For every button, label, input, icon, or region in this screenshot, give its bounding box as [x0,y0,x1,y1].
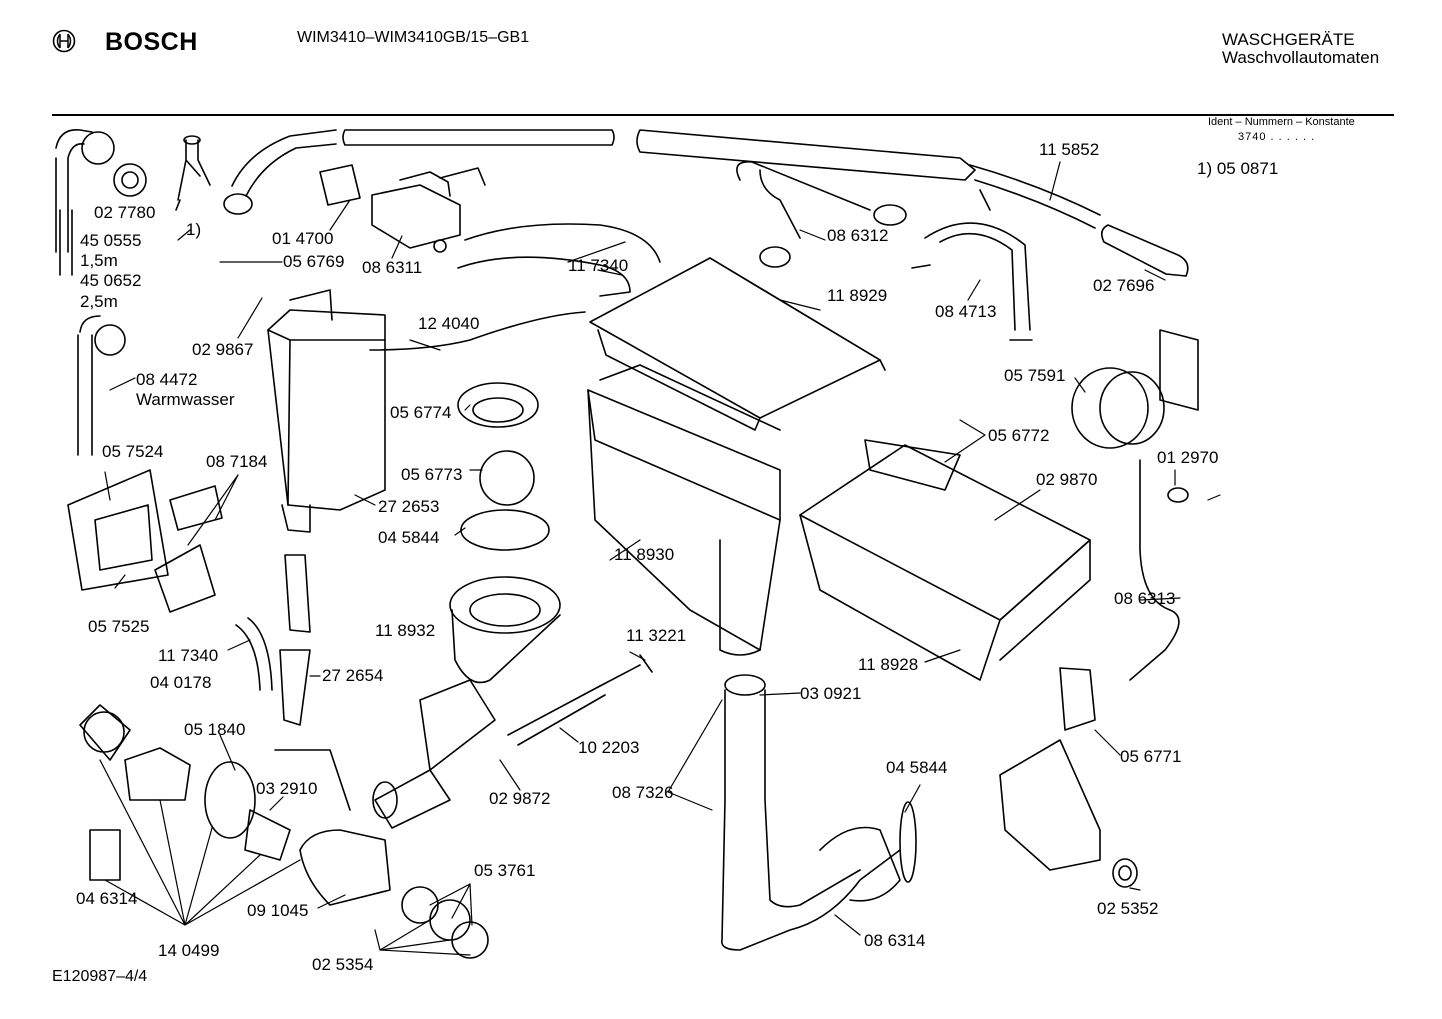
part-label: 01 4700 [272,229,334,248]
header-divider [52,114,1394,116]
part-label: 14 0499 [158,941,220,960]
part-label: 45 0555 [80,231,142,250]
ident-value: 3740 . . . . . . [1238,131,1316,143]
pump-hose-272654 [274,554,351,811]
part-label: 01 2970 [1157,448,1219,467]
part-label: 11 8930 [614,545,675,564]
part-label: 2,5m [80,292,118,311]
part-label: 11 7340 [158,646,219,665]
part-label: 05 6773 [401,465,463,484]
part-label: 03 0921 [800,684,862,703]
fill-hose-warm [77,315,126,456]
tub-seals [457,382,550,551]
part-label: 05 3761 [474,861,536,880]
ident-title: Ident – Nummern – Konstante [1208,116,1355,128]
part-label: 02 5352 [1097,899,1159,918]
part-label: 02 7780 [94,203,156,222]
part-label: Warmwasser [136,390,235,409]
part-label: 08 4472 [136,370,198,389]
part-label: 11 5852 [1039,140,1100,159]
rod-102203 [507,654,653,746]
drawer-bowl [799,439,1091,681]
part-label: 11 8928 [858,655,919,674]
washer-small [1167,487,1189,503]
document-reference: E120987–4/4 [52,968,148,985]
part-label: 09 1045 [247,901,309,920]
category-title: WASCHGERÄTE [1222,30,1355,49]
part-label: 27 2654 [322,666,384,685]
part-label: 11 7340 [568,256,629,275]
part-label: 02 9872 [489,789,551,808]
part-label: 27 2653 [378,497,440,516]
hose-top-left [223,129,976,215]
footnote: 1) 05 0871 [1197,159,1279,178]
part-label: 10 2203 [578,738,640,757]
inlet-valve-bracket [67,469,223,613]
part-label: 08 6312 [827,226,889,245]
bracket-056771 [999,667,1138,888]
part-label: 04 0178 [150,673,212,692]
bosch-armature-icon [52,29,76,53]
air-trap-tank [267,289,586,533]
part-label: 05 7524 [102,442,164,461]
part-label: 08 6313 [1114,589,1176,608]
part-label: 11 8929 [827,286,888,305]
part-label: 08 6311 [362,258,423,277]
part-label: 05 6774 [390,403,452,422]
leader-lines [99,161,1221,956]
small-hose-117340 [235,617,273,691]
part-label: 05 6771 [1120,747,1182,766]
detergent-drawer [589,257,886,431]
part-label: 05 6772 [988,426,1050,445]
part-label: 45 0652 [80,271,142,290]
drain-hose [721,674,917,951]
part-label: 02 7696 [1093,276,1155,295]
part-label: 02 9867 [192,340,254,359]
sump-hose [372,576,561,829]
part-label: 04 6314 [76,889,138,908]
part-label: 02 5354 [312,955,374,974]
part-label: 05 7591 [1004,366,1066,385]
part-label: 04 5844 [378,528,440,547]
inlet-valve-top [319,164,486,253]
part-label: 02 9870 [1036,470,1098,489]
part-label: 08 4713 [935,302,997,321]
part-label: 05 7525 [88,617,150,636]
part-label: 03 2910 [256,779,318,798]
fill-hose-cold [55,129,147,276]
part-label: 08 7326 [612,783,674,802]
brand-name: BOSCH [105,28,198,56]
hose-117340-top [457,223,661,297]
category-subtitle: Waschvollautomaten [1222,48,1380,67]
part-label: 05 6769 [283,252,345,271]
part-label: 08 7184 [206,452,268,471]
corrugated-hose-right [969,164,1189,277]
clamp-084713 [911,189,1033,341]
part-label: 11 8932 [375,621,436,640]
soap-tray-housing [587,364,781,656]
model-number: WIM3410–WIM3410GB/15–GB1 [297,29,530,46]
part-label: 08 6314 [864,931,926,950]
siphon-hose [736,161,907,268]
part-label: 1) [186,220,202,239]
part-label: 05 1840 [184,720,246,739]
part-label: 04 5844 [886,758,948,777]
part-label: 12 4040 [418,314,480,333]
drain-pump [79,704,489,959]
part-label: 11 3221 [626,626,687,645]
pressure-switch [1071,329,1199,681]
y-piece [175,135,211,211]
part-label: 1,5m [80,251,118,270]
